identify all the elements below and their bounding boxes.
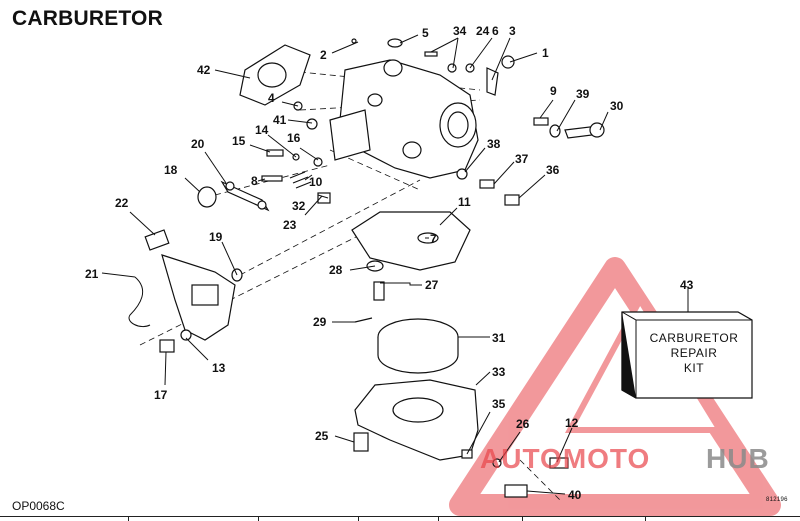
callout-4: 4 bbox=[268, 91, 275, 105]
callout-26: 26 bbox=[516, 417, 530, 431]
callout-28: 28 bbox=[329, 263, 343, 277]
nut-1 bbox=[501, 55, 515, 69]
gasket-11 bbox=[351, 211, 471, 271]
fitting-40 bbox=[504, 484, 528, 498]
o-ring-38 bbox=[456, 168, 468, 180]
screw-34 bbox=[424, 51, 438, 57]
watermark-text: AUTOMOTO HUB bbox=[480, 443, 770, 474]
callout-17: 17 bbox=[154, 388, 168, 402]
nut-41 bbox=[306, 118, 318, 130]
link-lever-20 bbox=[220, 180, 270, 212]
kit-label-line-1: CARBURETOR bbox=[650, 331, 739, 345]
plug-36 bbox=[504, 194, 520, 206]
callout-22: 22 bbox=[115, 196, 129, 210]
washer-13 bbox=[180, 329, 192, 341]
callout-2: 2 bbox=[320, 48, 327, 62]
callout-43: 43 bbox=[680, 278, 694, 292]
callout-38: 38 bbox=[487, 137, 501, 151]
callout-11: 11 bbox=[458, 195, 471, 209]
spring-10 bbox=[289, 171, 312, 189]
diagram-title: CARBURETOR bbox=[12, 7, 163, 30]
callout-42: 42 bbox=[197, 63, 211, 77]
screw-15 bbox=[266, 149, 284, 157]
callout-25: 25 bbox=[315, 429, 329, 443]
callout-29: 29 bbox=[313, 315, 327, 329]
watermark-part-2: HUB bbox=[706, 443, 770, 474]
watermark-part-1: AUTOMOTO bbox=[480, 443, 650, 474]
screw-30 bbox=[564, 122, 605, 139]
bushing-18 bbox=[197, 186, 217, 208]
diagram-code: OP0068C bbox=[12, 499, 65, 513]
callout-36: 36 bbox=[546, 163, 560, 177]
nut-24 bbox=[447, 63, 457, 73]
bottom-tick bbox=[358, 516, 359, 521]
callout-34: 34 bbox=[453, 24, 467, 38]
callout-9: 9 bbox=[550, 84, 557, 98]
screw-17 bbox=[159, 339, 175, 353]
callout-18: 18 bbox=[164, 163, 178, 177]
kit-label-line-2: REPAIR bbox=[671, 346, 718, 360]
gasket-42 bbox=[239, 44, 311, 106]
callout-3: 3 bbox=[509, 24, 516, 38]
callout-41: 41 bbox=[273, 113, 287, 127]
screw-8 bbox=[261, 175, 283, 182]
bottom-tick bbox=[522, 516, 523, 521]
callout-1: 1 bbox=[542, 46, 549, 60]
callout-labels: 1 2 3 4 5 6 7 8 9 10 11 12 13 14 15 16 1… bbox=[85, 24, 694, 502]
callout-33: 33 bbox=[492, 365, 506, 379]
valve-37 bbox=[479, 179, 495, 189]
washer-26 bbox=[492, 458, 502, 468]
float-31 bbox=[377, 318, 459, 374]
washer-16 bbox=[313, 157, 323, 167]
callout-27: 27 bbox=[425, 278, 439, 292]
callout-6: 6 bbox=[492, 24, 499, 38]
screw-9 bbox=[533, 117, 549, 126]
plug-23 bbox=[317, 192, 331, 204]
plug-5 bbox=[387, 38, 403, 48]
callout-15: 15 bbox=[232, 134, 246, 148]
callout-14: 14 bbox=[255, 123, 269, 137]
bottom-tick bbox=[438, 516, 439, 521]
needle-valve-27 bbox=[373, 281, 385, 301]
bottom-tick bbox=[258, 516, 259, 521]
wire-21 bbox=[128, 276, 151, 328]
callout-23: 23 bbox=[283, 218, 297, 232]
ball-2 bbox=[351, 38, 357, 44]
callout-8: 8 bbox=[251, 174, 258, 188]
callout-30: 30 bbox=[610, 99, 624, 113]
callout-40: 40 bbox=[568, 488, 582, 502]
bracket-22 bbox=[144, 229, 236, 341]
pin-29 bbox=[354, 317, 373, 323]
callout-24: 24 bbox=[476, 24, 490, 38]
callout-5: 5 bbox=[422, 26, 429, 40]
callout-21: 21 bbox=[85, 267, 99, 281]
washer-39 bbox=[549, 124, 561, 138]
callout-20: 20 bbox=[191, 137, 205, 151]
bottom-divider bbox=[0, 516, 800, 517]
callout-19: 19 bbox=[209, 230, 223, 244]
carburetor-body bbox=[329, 59, 479, 179]
callout-39: 39 bbox=[576, 87, 590, 101]
callout-13: 13 bbox=[212, 361, 226, 375]
callout-31: 31 bbox=[492, 331, 506, 345]
repair-kit-box: CARBURETOR REPAIR KIT bbox=[621, 311, 753, 399]
callout-10: 10 bbox=[309, 175, 323, 189]
float-bowl-33 bbox=[354, 379, 479, 461]
callout-7: 7 bbox=[430, 232, 437, 246]
kit-label-line-3: KIT bbox=[684, 361, 704, 375]
callout-37: 37 bbox=[515, 152, 529, 166]
bottom-tick bbox=[128, 516, 129, 521]
bottom-tick bbox=[645, 516, 646, 521]
corner-code: 812196 bbox=[766, 497, 788, 503]
callout-12: 12 bbox=[565, 416, 579, 430]
bracket-3 bbox=[486, 67, 499, 96]
callout-32: 32 bbox=[292, 199, 306, 213]
screw-25 bbox=[353, 432, 369, 452]
callout-35: 35 bbox=[492, 397, 506, 411]
callout-16: 16 bbox=[287, 131, 301, 145]
